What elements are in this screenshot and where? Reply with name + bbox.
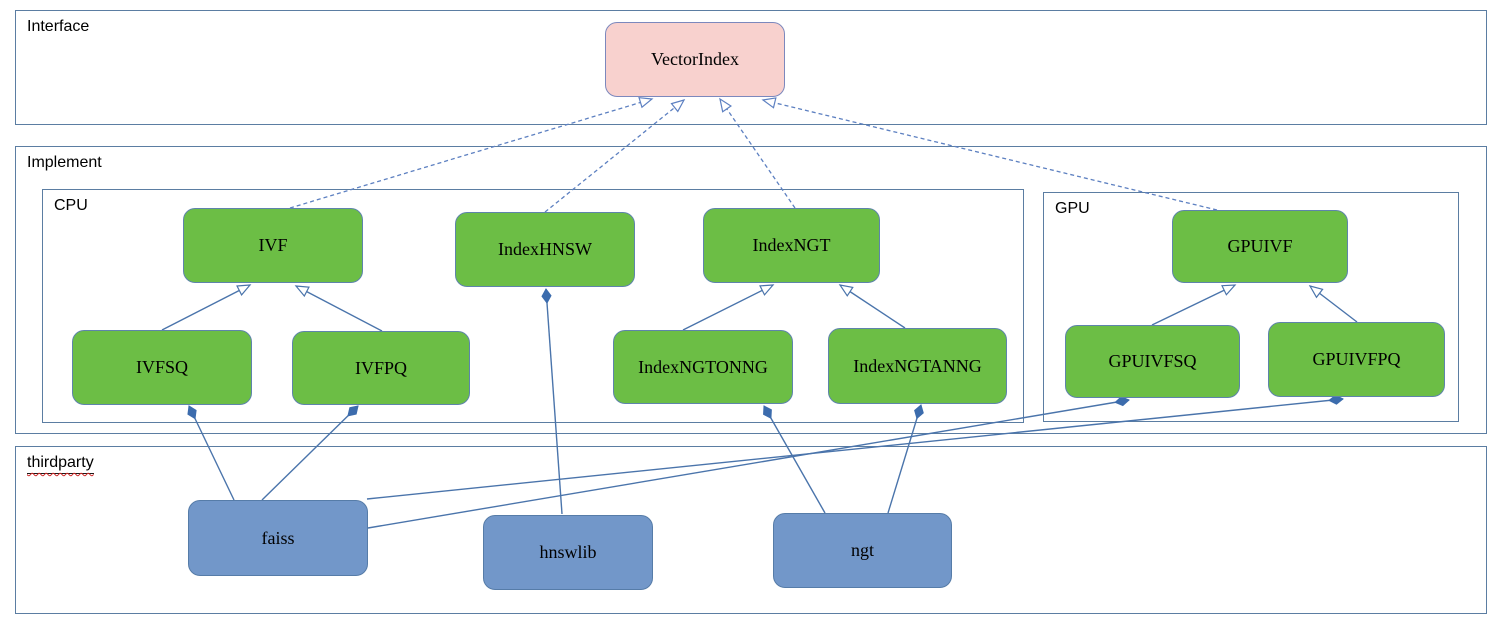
node-ngt[interactable]: ngt — [773, 513, 952, 588]
container-interface[interactable]: Interface — [15, 10, 1487, 125]
container-thirdparty-label: thirdparty — [27, 454, 94, 474]
node-ngt-label: ngt — [850, 540, 874, 560]
edge-gpuivfpq-gpuivf[interactable] — [1308, 285, 1358, 323]
node-gpuivfsq[interactable]: GPUIVFSQ — [1065, 325, 1240, 398]
edge-indexngt-vectorindex[interactable] — [719, 97, 796, 209]
node-vectorindex[interactable]: VectorIndex — [605, 22, 785, 97]
container-gpu-label: GPU — [1055, 200, 1090, 217]
node-indexngtonng-label: IndexNGTONNG — [638, 356, 768, 377]
edge-ivf-vectorindex[interactable] — [289, 96, 654, 209]
edge-faiss-gpuivfpq[interactable] — [366, 394, 1344, 500]
node-indexngt[interactable]: IndexNGT — [703, 208, 880, 283]
node-ivf-label: IVF — [258, 235, 288, 255]
node-ivfpq-label: IVFPQ — [354, 357, 407, 378]
node-gpuivf-label: GPUIVF — [1227, 236, 1293, 256]
node-ivfpq[interactable]: IVFPQ — [292, 331, 470, 405]
edge-ivfsq-ivf[interactable] — [161, 284, 252, 331]
edge-faiss-ivfsq[interactable] — [187, 405, 235, 501]
edge-indexngtonng-indexngt[interactable] — [682, 284, 775, 331]
node-faiss[interactable]: faiss — [188, 500, 368, 576]
edge-indexngtanng-indexngt[interactable] — [838, 284, 906, 329]
edge-gpuivf-vectorindex[interactable] — [761, 97, 1218, 211]
container-cpu[interactable]: CPU — [42, 189, 1024, 423]
container-interface-label: Interface — [27, 18, 90, 35]
edge-gpuivfsq-gpuivf[interactable] — [1151, 284, 1237, 326]
node-indexngtanng[interactable]: IndexNGTANNG — [828, 328, 1007, 404]
node-indexhnsw-label: IndexHNSW — [498, 239, 592, 259]
node-faiss-label: faiss — [261, 527, 295, 548]
node-ivfsq[interactable]: IVFSQ — [72, 330, 252, 405]
node-ivfsq-label: IVFSQ — [135, 357, 188, 377]
container-implement[interactable]: Implement — [15, 146, 1487, 434]
node-ivf[interactable]: IVF — [183, 208, 363, 283]
node-indexngtonng[interactable]: IndexNGTONNG — [613, 330, 793, 404]
node-hnswlib[interactable]: hnswlib — [483, 515, 653, 590]
edge-ivfpq-ivf[interactable] — [294, 285, 383, 332]
edge-ngt-indexngtanng[interactable] — [887, 404, 924, 514]
node-indexhnsw[interactable]: IndexHNSW — [455, 212, 635, 287]
node-hnswlib-label: hnswlib — [539, 542, 597, 562]
node-gpuivfpq[interactable]: GPUIVFPQ — [1268, 322, 1445, 397]
container-cpu-label: CPU — [54, 197, 88, 214]
node-gpuivfpq-label: GPUIVFPQ — [1312, 349, 1401, 369]
edge-indexhnsw-vectorindex[interactable] — [544, 99, 686, 213]
edge-faiss-ivfpq[interactable] — [261, 405, 359, 501]
node-indexngt-label: IndexNGT — [752, 235, 831, 255]
node-vectorindex-label: VectorIndex — [651, 49, 739, 69]
edge-ngt-indexngtonng[interactable] — [763, 405, 826, 514]
node-gpuivfsq-label: GPUIVFSQ — [1108, 351, 1197, 371]
container-implement-label: Implement — [27, 154, 102, 171]
edge-faiss-gpuivfsq[interactable] — [367, 396, 1130, 529]
container-gpu[interactable]: GPU — [1043, 192, 1459, 422]
edge-hnswlib-indexhnsw[interactable] — [541, 288, 563, 515]
node-indexngtanng-label: IndexNGTANNG — [853, 355, 982, 376]
node-gpuivf[interactable]: GPUIVF — [1172, 210, 1348, 283]
container-thirdparty[interactable]: thirdparty — [15, 446, 1487, 614]
